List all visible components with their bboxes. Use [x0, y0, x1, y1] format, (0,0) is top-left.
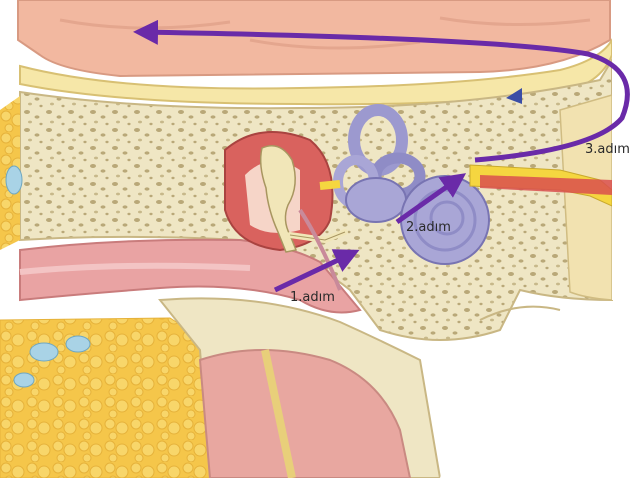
fat-tissue-lower-left — [0, 318, 220, 478]
step-2-label: 2.adım — [406, 220, 451, 235]
step-1-label: 1.adım — [290, 290, 335, 305]
step-3-label: 3.adım — [585, 142, 630, 157]
